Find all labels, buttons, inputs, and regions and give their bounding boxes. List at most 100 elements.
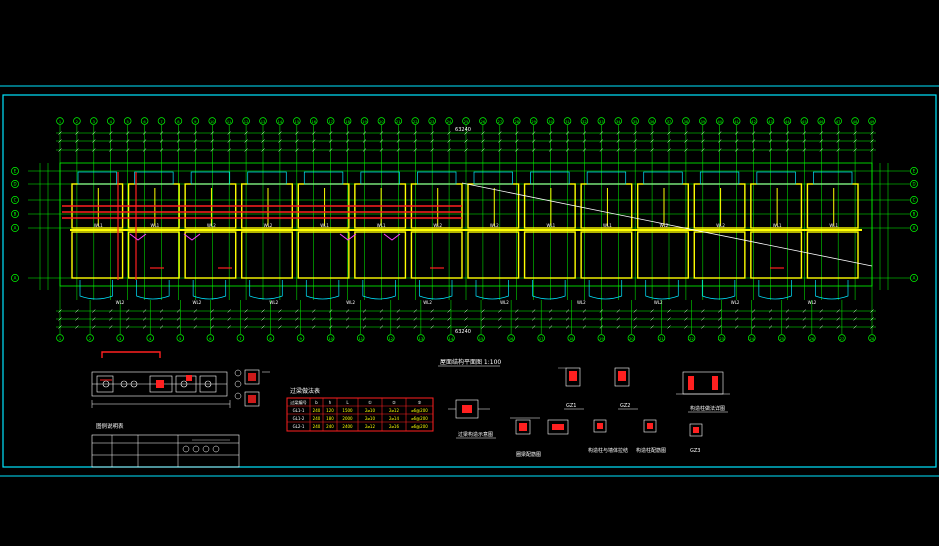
axis-label-top: 42	[751, 120, 756, 124]
dimension-tick	[802, 131, 807, 135]
dimension-tick	[802, 148, 807, 152]
dimension-tick	[379, 131, 384, 135]
axis-bubble-top	[208, 117, 217, 125]
dimension-tick	[785, 317, 790, 321]
dimension-tick	[447, 148, 451, 152]
dimension-tick	[92, 139, 96, 143]
dimension-tick	[312, 148, 316, 152]
dimension-tick	[125, 317, 130, 321]
dimension-tick	[362, 148, 367, 152]
dimension-tick	[345, 309, 350, 313]
dimension-tick	[109, 139, 113, 143]
axis-label-left: A	[14, 226, 17, 231]
dimension-tick	[396, 139, 401, 143]
dimension-tick	[92, 325, 96, 329]
axis-label-top: 24	[447, 120, 452, 124]
dimension-lines	[39, 131, 889, 329]
dimension-tick	[159, 148, 164, 152]
dimension-tick	[396, 325, 401, 329]
dimension-tick	[362, 325, 367, 329]
balcony-upper	[756, 171, 796, 185]
axis-bubble-top	[749, 117, 758, 125]
wall-room-lower	[750, 231, 803, 279]
dimension-tick	[870, 139, 874, 143]
axis-bubble-top	[310, 117, 318, 125]
axis-bubble-bottom	[266, 334, 275, 342]
wall-label-bottom: WL2	[423, 300, 432, 305]
dimension-tick	[836, 325, 840, 329]
wall-label: WL2	[264, 223, 273, 228]
axis-bubble-left	[11, 224, 19, 232]
dimension-tick	[599, 325, 604, 329]
axis-bubble-right	[910, 167, 918, 175]
axis-bubble-top	[360, 117, 369, 125]
wall-room-upper	[467, 183, 520, 229]
dimension-tick	[210, 317, 214, 321]
dimension-tick	[109, 309, 113, 313]
detail-label-gz-rebar: 构造柱配筋图	[636, 447, 666, 454]
axis-label-top: 4	[110, 120, 113, 124]
dimension-tick	[396, 309, 401, 313]
axis-bubble-bottom	[206, 334, 215, 342]
axis-bubble-bottom	[808, 334, 816, 342]
wall-room-upper	[806, 183, 859, 229]
dimension-tick	[531, 148, 536, 152]
axis-label-top: 5	[127, 120, 129, 124]
dimension-tick	[582, 309, 587, 313]
dimension-tick	[109, 325, 113, 329]
red-beam-lines	[62, 172, 784, 280]
table-cell: GL1-1	[293, 408, 305, 413]
dimension-tick	[430, 148, 434, 152]
balcony-lower	[136, 280, 170, 300]
wall-label-bottom: WL2	[346, 300, 355, 305]
dimension-tick	[227, 131, 231, 135]
axis-bubble-right	[910, 274, 918, 282]
dimension-tick	[75, 139, 79, 143]
dimension-tick	[718, 325, 722, 329]
axis-label-bottom: 9	[299, 337, 302, 341]
dimension-tick	[616, 148, 620, 152]
dimension-tick	[328, 309, 333, 313]
dimension-tick	[58, 131, 62, 135]
dimension-tick	[531, 317, 536, 321]
axis-label-top: 8	[177, 120, 180, 124]
axis-label-top: 39	[701, 120, 706, 124]
axis-bubble-bottom	[56, 334, 64, 342]
axis-label-top: 1	[59, 120, 61, 124]
dimension-tick	[701, 148, 705, 152]
dimension-tick	[159, 325, 164, 329]
dimension-tick	[819, 148, 823, 152]
dimension-tick	[853, 317, 857, 321]
dimension-tick	[142, 325, 147, 329]
table-cell: 240	[313, 424, 321, 429]
dimension-tick	[125, 139, 130, 143]
dimension-tick	[802, 139, 807, 143]
balcony-lower	[588, 280, 623, 300]
axis-label-bottom: 5	[179, 337, 181, 341]
dimension-tick	[464, 309, 468, 313]
detail-label-gz1: GZ1	[566, 403, 576, 409]
axis-label-top: 9	[194, 120, 197, 124]
axis-bubble-top	[225, 117, 233, 125]
dimension-tick	[413, 317, 417, 321]
dimension-tick	[718, 148, 722, 152]
dimension-tick	[58, 317, 62, 321]
stair-marker	[129, 233, 147, 241]
axis-label-top: 49	[870, 120, 875, 124]
dimension-tick	[718, 139, 722, 143]
axis-bubble-top	[293, 117, 301, 125]
dimension-tick	[312, 325, 316, 329]
wall-label: WL2	[207, 223, 216, 228]
balcony-upper	[699, 171, 740, 185]
dimension-tick	[447, 317, 451, 321]
dimension-tick	[210, 131, 214, 135]
axis-label-top: 11	[227, 120, 232, 124]
axis-label-bottom: 28	[870, 337, 875, 341]
dimension-tick	[565, 325, 570, 329]
table-cell: 120	[326, 408, 334, 413]
balcony-upper	[643, 171, 683, 185]
axis-label-left: C	[14, 198, 17, 203]
balcony-lower	[305, 280, 340, 300]
dimension-tick	[836, 148, 840, 152]
